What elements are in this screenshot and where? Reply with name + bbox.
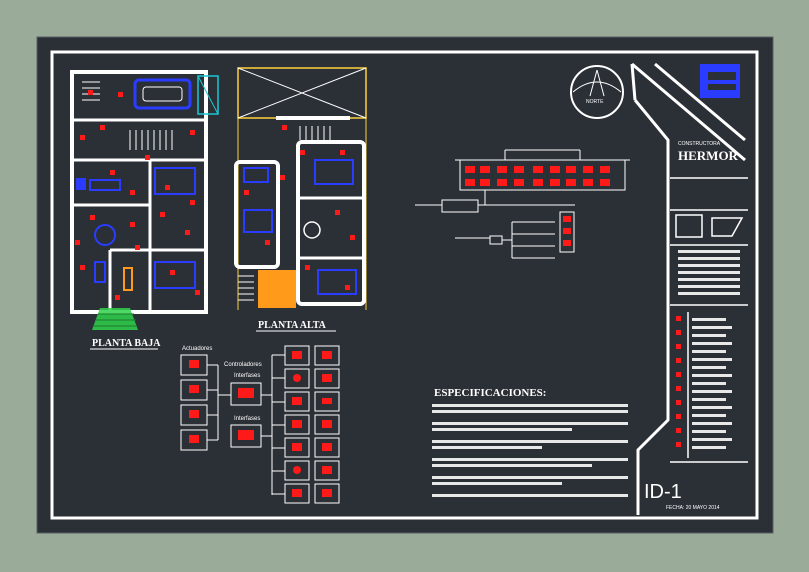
upper-floor-plan (234, 67, 367, 310)
sheet-frame (50, 50, 759, 520)
drawing-id: ID-1 (644, 481, 682, 503)
site-location-lines (630, 62, 746, 515)
actuators-label: Actuadores (182, 346, 212, 352)
title-block-markers (676, 316, 681, 447)
device-legend: Actuadores Controladores Interfases Inte… (180, 345, 340, 504)
company-logo-icon (700, 64, 740, 98)
controllers-label: Controladores (224, 362, 262, 368)
north-label: NORTE (586, 99, 604, 105)
ground-floor-label: PLANTA BAJA (92, 338, 161, 349)
interfaces-label-2: Interfases (234, 416, 260, 422)
drawing-date: FECHA: 20 MAYO 2014 (666, 505, 720, 511)
title-block (670, 177, 748, 463)
north-arrow-icon (570, 65, 624, 119)
pool-icon (133, 78, 192, 110)
company-name: HERMOR (678, 148, 739, 163)
system-block-diagram (415, 149, 630, 259)
company-small-label: CONSTRUCTORA (678, 141, 721, 147)
title-block-text-lines (678, 250, 740, 449)
interfaces-label-1: Interfases (234, 373, 260, 379)
upper-floor-label: PLANTA ALTA (258, 320, 327, 331)
specifications-title: ESPECIFICACIONES: (434, 387, 546, 399)
specifications-text-block (432, 404, 628, 497)
ground-floor-plan (70, 70, 219, 330)
sheet-background (36, 36, 774, 534)
